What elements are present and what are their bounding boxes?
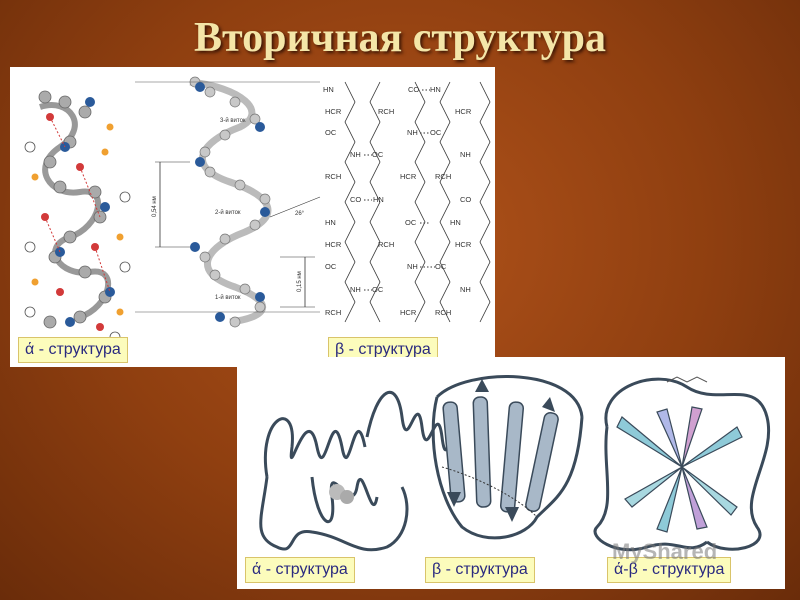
svg-text:OC: OC	[405, 218, 417, 227]
svg-text:HCR: HCR	[455, 240, 472, 249]
svg-text:NH: NH	[460, 285, 471, 294]
alpha-beta-structure-label: ά-β - структура	[607, 557, 732, 583]
turn-3-label: 3-й виток	[220, 117, 246, 124]
svg-text:NH: NH	[407, 262, 418, 271]
svg-text:OC: OC	[372, 150, 384, 159]
alpha-beta-ribbon-diagram	[593, 376, 771, 552]
svg-text:RCH: RCH	[435, 172, 451, 181]
ball-stick-helix	[24, 90, 131, 343]
turn-1-label: 1-й виток	[215, 294, 241, 301]
beta-sheet-diagram	[344, 81, 491, 323]
ribbon-diagrams	[259, 375, 771, 552]
svg-text:HCR: HCR	[400, 172, 417, 181]
slide-title: Вторичная структура	[194, 15, 606, 61]
svg-text:RCH: RCH	[325, 172, 341, 181]
svg-text:OC: OC	[325, 128, 337, 137]
svg-text:OC: OC	[435, 262, 447, 271]
alpha-structure-label-bottom: ά - структура	[245, 557, 355, 583]
rise-measure-label: 0,15 нм	[297, 271, 303, 292]
watermark-logo: MyShared	[612, 539, 718, 564]
svg-text:OC: OC	[372, 285, 384, 294]
svg-text:NH: NH	[407, 128, 418, 137]
svg-text:CO: CO	[350, 195, 361, 204]
svg-text:NH: NH	[350, 150, 361, 159]
beta-structure-label-bottom: β - структура	[425, 557, 535, 583]
svg-text:HN: HN	[430, 85, 441, 94]
svg-text:HCR: HCR	[325, 240, 342, 249]
svg-text:RCH: RCH	[378, 240, 394, 249]
svg-text:HN: HN	[323, 85, 334, 94]
alpha-ribbon-diagram	[259, 391, 459, 552]
svg-text:NH: NH	[350, 285, 361, 294]
svg-text:OC: OC	[430, 128, 442, 137]
svg-text:RCH: RCH	[378, 107, 394, 116]
alpha-structure-label-top: ά - структура	[18, 337, 128, 363]
top-illustration-panel: 3-й виток 2-й виток 1-й виток 0,54 нм 0,…	[10, 67, 495, 367]
svg-text:OC: OC	[325, 262, 337, 271]
schematic-helix: 3-й виток 2-й виток 1-й виток 0,54 нм 0,…	[135, 76, 321, 328]
molecular-diagram: 3-й виток 2-й виток 1-й виток 0,54 нм 0,…	[24, 76, 491, 343]
svg-text:NH: NH	[460, 150, 471, 159]
svg-text:HCR: HCR	[455, 107, 472, 116]
angle-label: 26°	[295, 211, 305, 217]
svg-text:HN: HN	[450, 218, 461, 227]
turn-2-label: 2-й виток	[215, 209, 241, 216]
beta-sheet-labels: HN CO HN HCR RCH HCR OC NH OC NH OC NH R…	[323, 85, 472, 317]
beta-ribbon-diagram	[431, 375, 584, 540]
svg-text:CO: CO	[460, 195, 471, 204]
svg-text:HCR: HCR	[400, 308, 417, 317]
svg-text:HCR: HCR	[325, 107, 342, 116]
bottom-illustration-panel: ά - структура β - структура ά-β - структ…	[237, 357, 785, 589]
svg-text:HN: HN	[373, 195, 384, 204]
svg-text:HN: HN	[325, 218, 336, 227]
hydrogen-bonds	[364, 89, 435, 291]
svg-text:CO: CO	[408, 85, 419, 94]
pitch-measure-label: 0,54 нм	[152, 196, 158, 217]
svg-text:RCH: RCH	[435, 308, 451, 317]
svg-text:RCH: RCH	[325, 308, 341, 317]
